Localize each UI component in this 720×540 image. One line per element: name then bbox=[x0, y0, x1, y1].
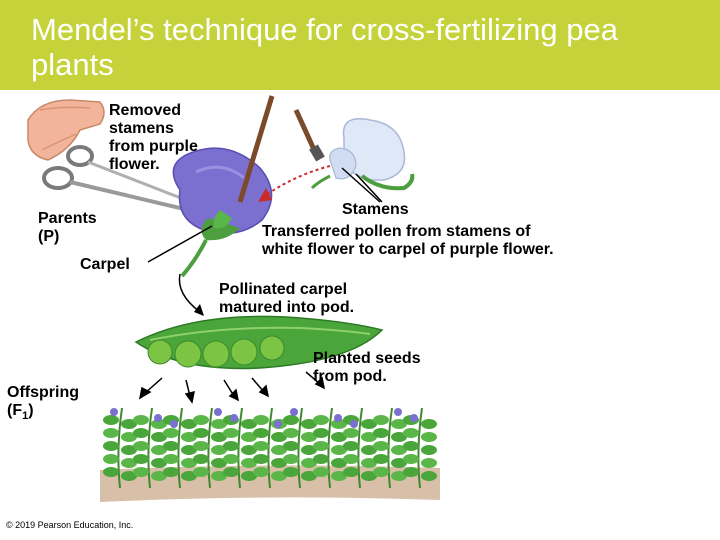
carpel-label: Carpel bbox=[80, 256, 130, 273]
planted-seeds-label: Planted seeds from pod. bbox=[313, 350, 421, 385]
offspring-plant bbox=[283, 407, 317, 489]
pollinated-carpel-label: Pollinated carpel matured into pod. bbox=[219, 281, 355, 316]
maturation-arrow bbox=[178, 273, 201, 313]
offspring-plants bbox=[103, 407, 437, 489]
offspring-plant bbox=[103, 407, 137, 489]
offspring-symbol: (F1) bbox=[7, 402, 34, 423]
stamens-label: Stamens bbox=[342, 201, 409, 218]
offspring-plant bbox=[223, 407, 257, 489]
pollen-arrow-head bbox=[258, 188, 272, 202]
offspring-plant bbox=[253, 407, 287, 489]
hand-illustration bbox=[27, 99, 105, 161]
offspring-plant bbox=[163, 407, 197, 489]
parents-label: Parents (P) bbox=[38, 210, 97, 245]
purple-flower bbox=[172, 147, 273, 278]
stamens-pointer-1 bbox=[341, 167, 381, 203]
slide-title: Mendel’s technique for cross-fertilizing… bbox=[31, 12, 619, 82]
maturation-arrow-head bbox=[194, 304, 204, 316]
carpel-pointer bbox=[147, 225, 213, 263]
offspring-plant bbox=[193, 407, 227, 489]
white-flower bbox=[310, 118, 415, 191]
planting-arrows bbox=[138, 371, 326, 404]
title-bar bbox=[0, 0, 720, 90]
offspring-plant bbox=[373, 407, 407, 489]
offspring-plant bbox=[403, 407, 437, 489]
offspring-label: Offspring (F1) bbox=[7, 384, 79, 423]
removed-stamens-label: Removed stamens from purple flower. bbox=[109, 102, 198, 173]
offspring-plant bbox=[343, 407, 377, 489]
stamens-pointer-2 bbox=[355, 173, 383, 203]
illustration bbox=[27, 95, 440, 502]
pea-pod bbox=[134, 315, 384, 370]
offspring-plant bbox=[313, 407, 347, 489]
brush-illustration bbox=[237, 95, 325, 203]
copyright-notice: © 2019 Pearson Education, Inc. bbox=[6, 520, 134, 530]
transferred-pollen-label: Transferred pollen from stamens of white… bbox=[262, 223, 554, 258]
offspring-plant bbox=[133, 407, 167, 489]
